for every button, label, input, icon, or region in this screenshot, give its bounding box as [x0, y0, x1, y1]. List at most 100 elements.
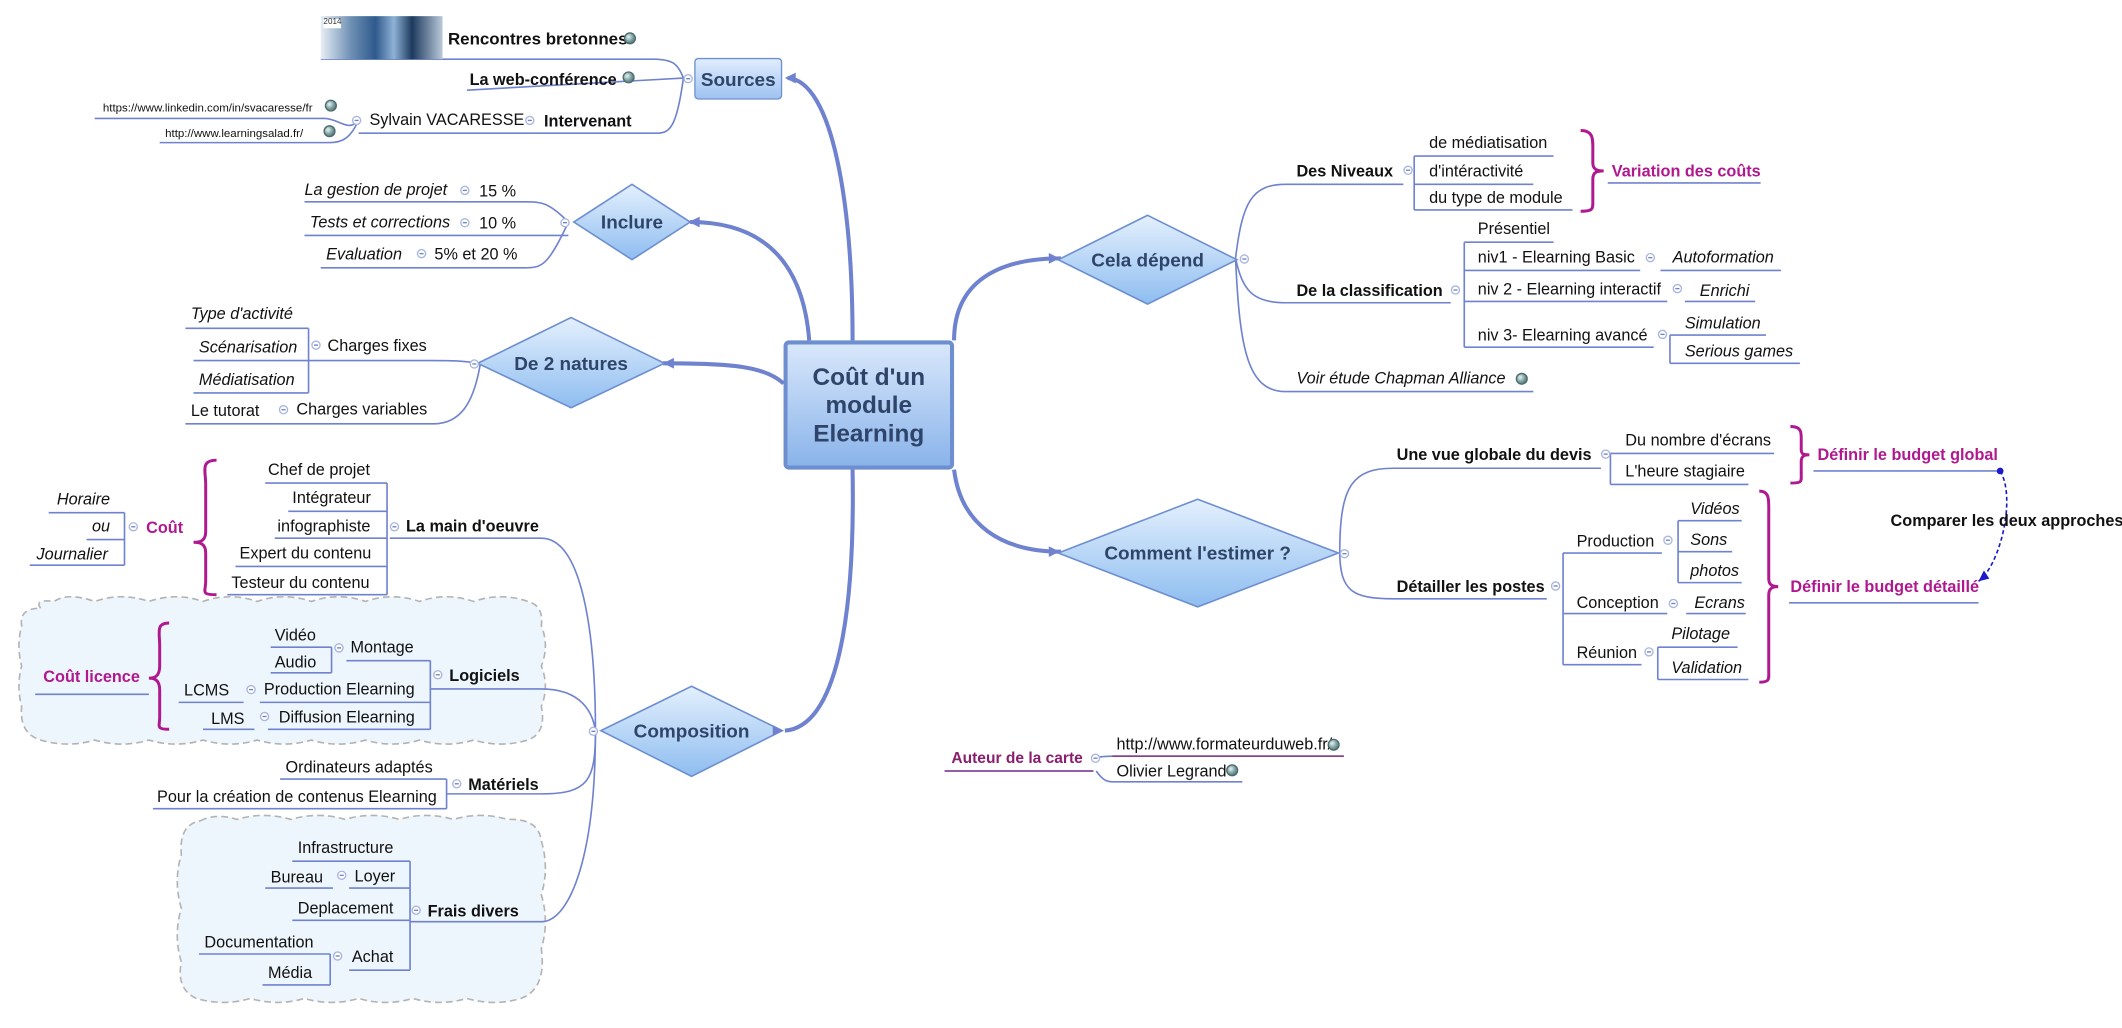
video-label[interactable]: Vidéo [274, 625, 316, 645]
cout-label[interactable]: Coût [146, 518, 184, 537]
enrichi-label[interactable]: Enrichi [1699, 281, 1750, 301]
collapse-icon[interactable] [460, 185, 470, 196]
role-item[interactable]: Testeur du contenu [231, 573, 370, 593]
auteur-url[interactable]: http://www.formateurduweb.fr/ [1116, 734, 1333, 754]
collapse-icon[interactable] [246, 684, 256, 695]
collapse-icon[interactable] [128, 522, 139, 532]
collapse-icon[interactable] [1403, 165, 1413, 175]
production-item[interactable]: photos [1690, 561, 1740, 580]
collapse-icon[interactable] [278, 405, 289, 415]
learningsalad-url[interactable]: http://www.learningsalad.fr/ [165, 126, 304, 140]
collapse-icon[interactable] [588, 726, 599, 737]
inclure-diamond[interactable] [572, 183, 692, 261]
collapse-icon[interactable] [416, 248, 427, 259]
link-icon[interactable] [1327, 738, 1340, 751]
collapse-icon[interactable] [460, 217, 470, 228]
fixes-item[interactable]: Médiatisation [198, 370, 295, 389]
bureau-label[interactable]: Bureau [270, 867, 324, 887]
detailler-label[interactable]: Détailler les postes [1396, 577, 1545, 597]
documentation-label[interactable]: Documentation [204, 932, 314, 952]
simulation-label[interactable]: Simulation [1684, 313, 1761, 333]
webconf-label[interactable]: La web-conférence [469, 69, 617, 89]
budget-global-label[interactable]: Définir le budget global [1817, 445, 1998, 465]
cout-mode[interactable]: Journalier [36, 544, 108, 564]
frais-divers-label[interactable]: Frais divers [427, 901, 519, 921]
inclure-item-value[interactable]: 10 % [479, 213, 517, 233]
person-label[interactable]: Sylvain VACARESSE [369, 110, 525, 130]
niv2-label[interactable]: niv 2 - Elearning interactif [1477, 279, 1662, 299]
charges-fixes-label[interactable]: Charges fixes [327, 336, 427, 356]
niveaux-label[interactable]: Des Niveaux [1296, 161, 1394, 181]
etude-label[interactable]: Voir étude Chapman Alliance [1296, 368, 1506, 388]
main-oeuvre-label[interactable]: La main d'oeuvre [405, 516, 539, 536]
collapse-icon[interactable] [1339, 548, 1350, 559]
diffusion-elearning-label[interactable]: Diffusion Elearning [278, 707, 415, 727]
loyer-label[interactable]: Loyer [354, 866, 396, 886]
pilotage-label[interactable]: Pilotage [1671, 624, 1731, 644]
collapse-icon[interactable] [1663, 535, 1673, 545]
collapse-icon[interactable] [1550, 581, 1561, 591]
audio-label[interactable]: Audio [274, 652, 317, 672]
estimer-diamond[interactable] [1056, 498, 1341, 608]
collapse-icon[interactable] [1600, 449, 1611, 459]
ordinateurs-label[interactable]: Ordinateurs adaptés [285, 757, 433, 777]
role-item[interactable]: infographiste [277, 516, 371, 536]
conception-label[interactable]: Conception [1576, 593, 1659, 613]
vue-globale-label[interactable]: Une vue globale du devis [1396, 445, 1592, 465]
collapse-icon[interactable] [1668, 598, 1679, 609]
niveau-item[interactable]: du type de module [1429, 188, 1563, 208]
link-icon[interactable] [622, 71, 635, 84]
collapse-icon[interactable] [334, 643, 344, 653]
role-item[interactable]: Expert du contenu [239, 543, 372, 563]
comparer-label[interactable]: Comparer les deux approches [1890, 511, 2122, 531]
serious-games-label[interactable]: Serious games [1684, 341, 1794, 361]
inclure-item-name[interactable]: Tests et corrections [309, 212, 451, 232]
validation-label[interactable]: Validation [1671, 657, 1743, 677]
collapse-icon[interactable] [1657, 329, 1668, 340]
production-item[interactable]: Vidéos [1690, 499, 1740, 519]
collapse-icon[interactable] [683, 74, 693, 84]
materiels-label[interactable]: Matériels [468, 775, 539, 794]
niveau-item[interactable]: de médiatisation [1429, 133, 1548, 153]
cela-diamond[interactable] [1056, 214, 1239, 305]
reunion-label[interactable]: Réunion [1576, 643, 1638, 663]
auteur-label[interactable]: Auteur de la carte [951, 750, 1083, 767]
collapse-icon[interactable] [411, 905, 421, 915]
collapse-icon[interactable] [433, 670, 443, 680]
inclure-item-value[interactable]: 5% et 20 % [434, 244, 518, 264]
sources-node[interactable]: Sources [694, 57, 783, 100]
collapse-icon[interactable] [560, 217, 570, 228]
collapse-icon[interactable] [1239, 254, 1250, 264]
collapse-icon[interactable] [525, 115, 535, 126]
logiciels-label[interactable]: Logiciels [449, 666, 520, 685]
tutorat-label[interactable]: Le tutorat [190, 400, 260, 420]
lms-label[interactable]: LMS [211, 709, 245, 728]
collapse-icon[interactable] [1090, 753, 1101, 763]
autoformation-label[interactable]: Autoformation [1672, 247, 1774, 267]
inclure-item-name[interactable]: La gestion de projet [304, 180, 448, 200]
link-icon[interactable] [323, 125, 336, 138]
niveau-item[interactable]: d'intéractivité [1429, 161, 1524, 181]
collapse-icon[interactable] [1645, 252, 1656, 263]
collapse-icon[interactable] [451, 779, 462, 789]
collapse-icon[interactable] [1644, 647, 1654, 657]
classification-label[interactable]: De la classification [1296, 281, 1443, 301]
cout-mode[interactable]: Horaire [56, 489, 111, 509]
link-icon[interactable] [324, 99, 337, 112]
niv1-label[interactable]: niv1 - Elearning Basic [1477, 247, 1635, 267]
role-item[interactable]: Intégrateur [292, 488, 371, 508]
collapse-icon[interactable] [311, 340, 321, 350]
collapse-icon[interactable] [259, 711, 270, 722]
nombre-ecrans-label[interactable]: Du nombre d'écrans [1625, 430, 1772, 450]
collapse-icon[interactable] [336, 870, 347, 880]
heure-stagiaire-label[interactable]: L'heure stagiaire [1625, 461, 1745, 481]
lcms-label[interactable]: LCMS [184, 680, 230, 700]
collapse-icon[interactable] [351, 115, 362, 126]
budget-detaille-label[interactable]: Définir le budget détaillé [1790, 577, 1979, 597]
infrastructure-label[interactable]: Infrastructure [297, 838, 394, 858]
variation-label[interactable]: Variation des coûts [1611, 161, 1761, 181]
link-icon[interactable] [1515, 372, 1528, 385]
fixes-item[interactable]: Scénarisation [198, 337, 298, 357]
cout-mode[interactable]: ou [92, 516, 111, 536]
collapse-icon[interactable] [1672, 283, 1683, 294]
